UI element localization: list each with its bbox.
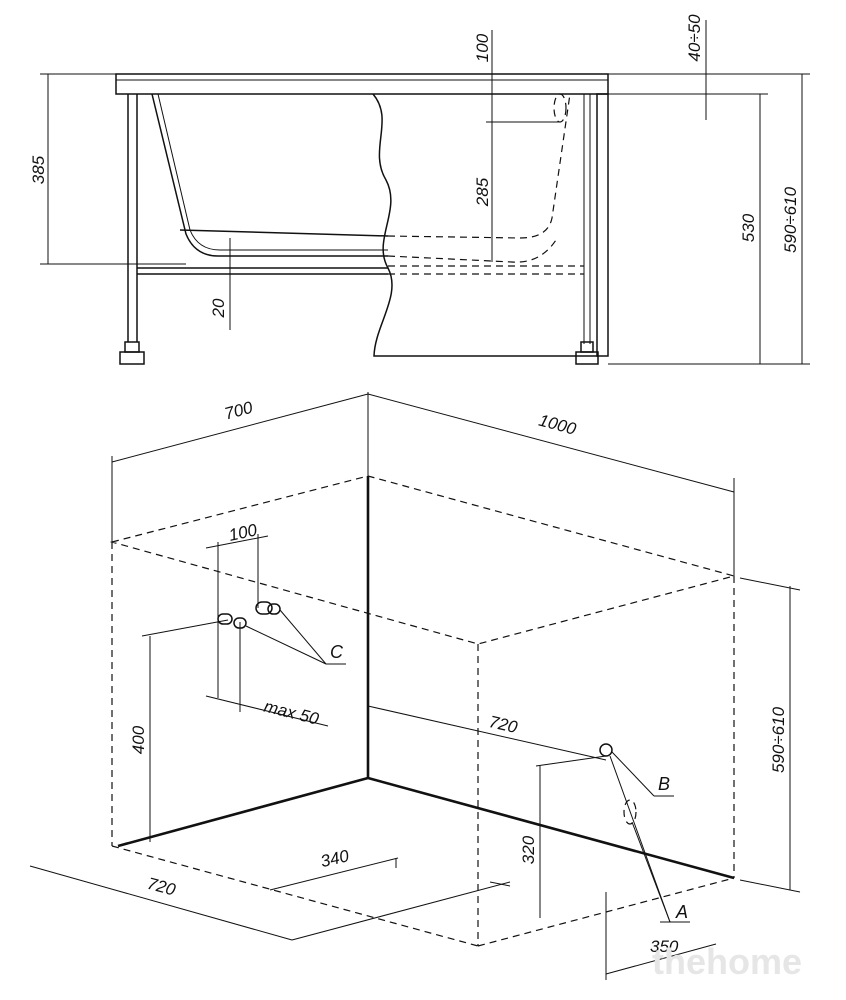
dim-400: 400: [129, 725, 148, 754]
break-line: [372, 93, 598, 357]
callout-a: A: [675, 902, 688, 922]
dim-1000: 1000: [537, 411, 579, 439]
connection-c: 100 max 50 C: [205, 520, 346, 729]
iso-view: 700 1000 100 max 50 C 400 720: [29, 392, 801, 980]
dim-40-50: 40÷50: [685, 14, 704, 62]
watermark: thehome: [652, 941, 802, 982]
callout-c: C: [330, 642, 344, 662]
dim-590-610-iso: 590÷610: [769, 706, 788, 773]
dim-350: 350: [650, 937, 679, 956]
connection-b: B: [535, 743, 674, 797]
callout-b: B: [658, 774, 670, 794]
tub-body: [151, 93, 388, 257]
dim-530: 530: [739, 213, 758, 242]
left-leg: [119, 94, 145, 365]
dim-700: 700: [222, 398, 255, 424]
dim-340: 340: [319, 846, 351, 871]
dim-590-610-side: 590÷610: [781, 186, 800, 253]
tub-outline: [109, 475, 737, 645]
dim-c-100: 100: [227, 520, 259, 545]
dim-720-right: 720: [487, 712, 519, 737]
dim-max-50: max 50: [262, 697, 321, 729]
connection-a: A: [609, 755, 690, 923]
front-panel: [596, 93, 609, 357]
dim-20: 20: [209, 298, 228, 318]
dim-320: 320: [519, 835, 538, 864]
dim-385: 385: [29, 155, 48, 184]
tub-rim: [115, 73, 609, 95]
dim-720-front: 720: [145, 874, 178, 900]
dim-285: 285: [473, 177, 492, 207]
dim-100-top: 100: [473, 33, 492, 62]
side-view: 385 100 285 40÷50 530 590÷610 20: [29, 14, 810, 365]
